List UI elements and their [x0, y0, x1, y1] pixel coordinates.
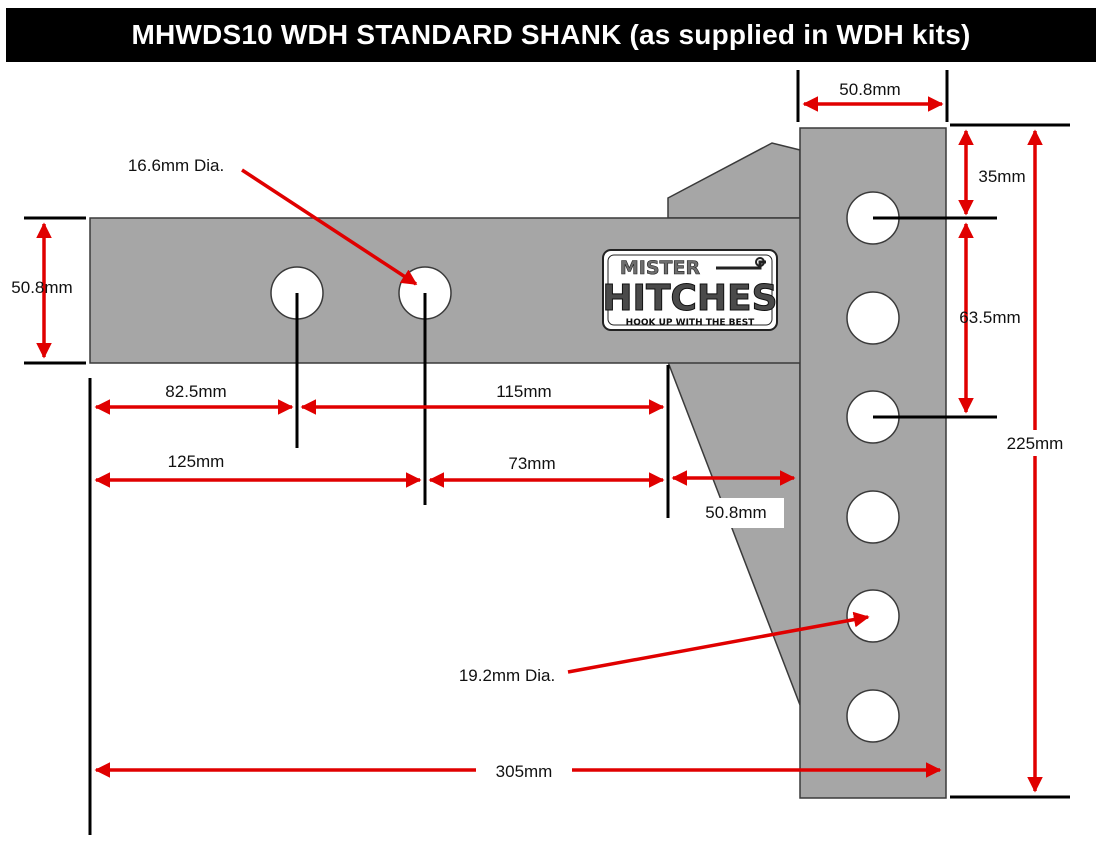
top-to-first-hole-label: 35mm	[978, 167, 1025, 186]
svg-text:HITCHES: HITCHES	[602, 278, 777, 319]
head-hole-4	[846, 490, 900, 544]
head-width-label: 50.8mm	[839, 80, 900, 99]
head-hole-2	[846, 291, 900, 345]
head-hole-5	[846, 589, 900, 643]
second-hole-to-gusset-label: 73mm	[508, 454, 555, 473]
diagram-title: MHWDS10 WDH STANDARD SHANK (as supplied …	[131, 19, 971, 50]
svg-text:HOOK UP WITH THE BEST: HOOK UP WITH THE BEST	[626, 318, 756, 328]
hole-to-head-label: 115mm	[496, 382, 551, 401]
end-to-first-hole-label: 82.5mm	[165, 382, 226, 401]
svg-text:MISTER: MISTER	[620, 257, 701, 279]
witness-lines	[24, 70, 1070, 835]
large-hole-dia-label: 19.2mm Dia.	[459, 666, 555, 685]
head-height-label: 225mm	[1007, 434, 1064, 453]
head-hole-6	[846, 689, 900, 743]
small-hole-dia-label: 16.6mm Dia.	[128, 156, 224, 175]
mister-hitches-logo: MISTER HITCHES HOOK UP WITH THE BEST	[602, 249, 778, 331]
dimension-arrows	[36, 96, 1043, 793]
end-to-second-hole-label: 125mm	[168, 452, 225, 471]
overall-length-label: 305mm	[496, 762, 553, 781]
upper-gusset	[667, 142, 801, 219]
lower-gusset	[666, 361, 801, 706]
shank-height-label: 50.8mm	[11, 278, 72, 297]
title-bar: MHWDS10 WDH STANDARD SHANK (as supplied …	[6, 8, 1096, 62]
gusset-to-head-label: 50.8mm	[705, 503, 766, 522]
hole-spacing-label: 63.5mm	[959, 308, 1020, 327]
